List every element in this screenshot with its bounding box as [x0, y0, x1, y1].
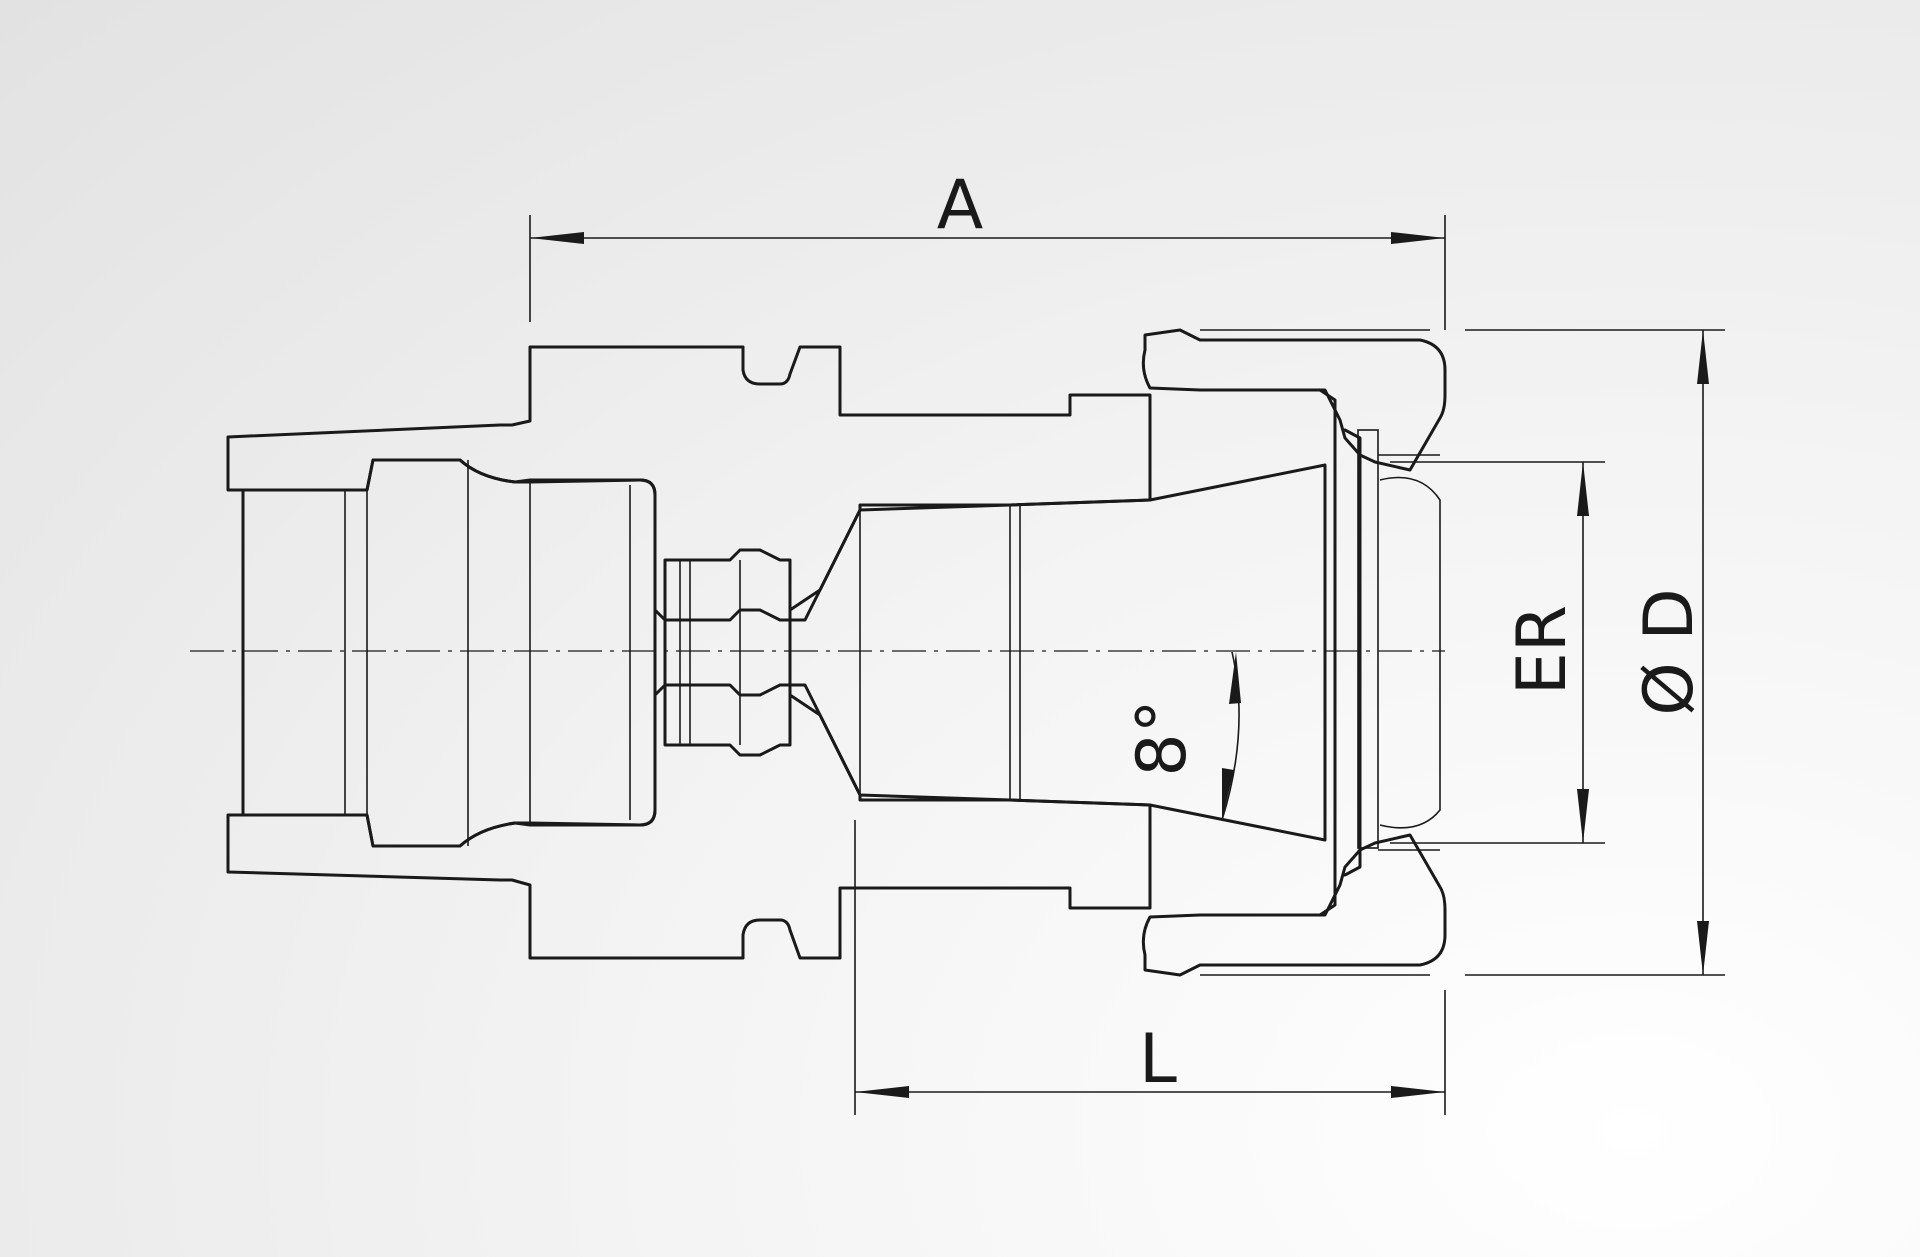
- dimension-d: [1465, 329, 1725, 976]
- bore-details: [242, 460, 1021, 846]
- label-angle: 8°: [1123, 699, 1202, 776]
- dimension-l: [854, 820, 1446, 1115]
- label-d: Ø D: [1630, 588, 1709, 716]
- dimension-er: [1390, 461, 1605, 844]
- label-er: ER: [1503, 605, 1582, 695]
- label-a: A: [937, 166, 984, 245]
- clamping-nut: [1141, 328, 1447, 977]
- label-l: L: [1139, 1020, 1177, 1099]
- dimension-a: [529, 215, 1446, 330]
- angle-dimension: [1221, 651, 1241, 821]
- interior-cavities: [241, 458, 1327, 848]
- collet-ring: [1318, 388, 1441, 917]
